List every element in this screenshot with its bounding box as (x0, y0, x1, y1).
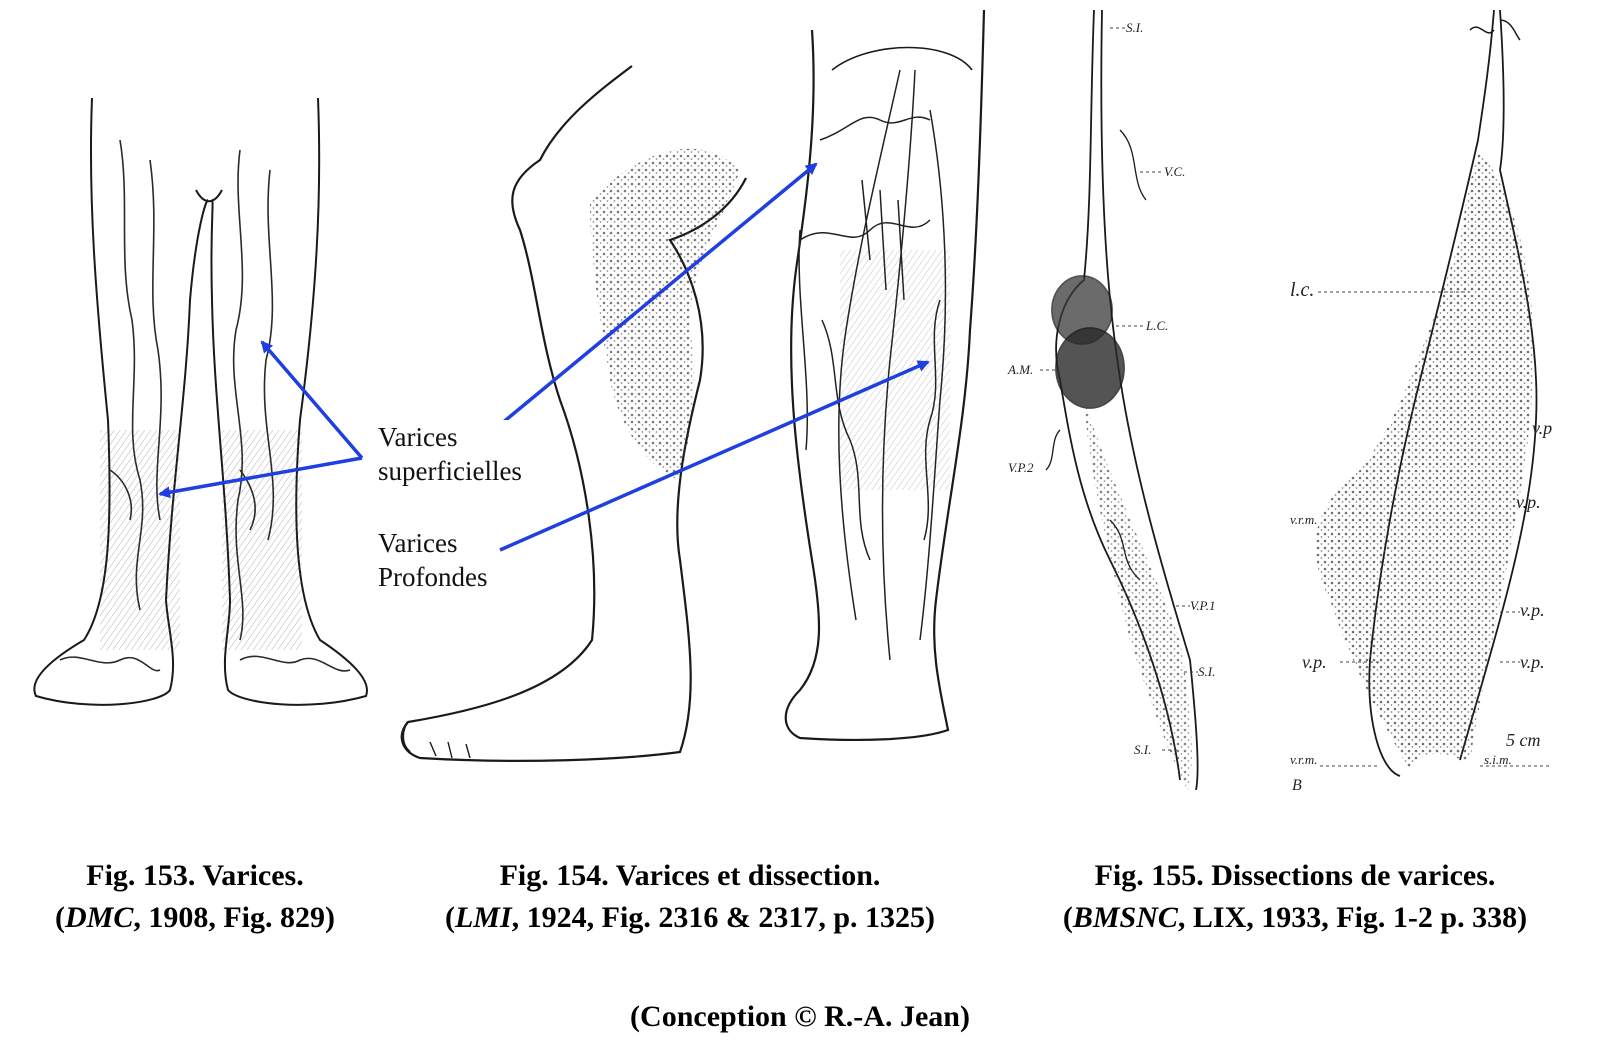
plate-label: v.p. (1302, 652, 1327, 672)
plate-label: 5 cm (1506, 730, 1541, 750)
plate-label: v.p (1532, 418, 1552, 438)
plate-label: S.I. (1126, 20, 1143, 35)
caption-fig153: Fig. 153. Varices. (DMC, 1908, Fig. 829) (20, 855, 370, 939)
caption-fig154: Fig. 154. Varices et dissection. (LMI, 1… (390, 855, 990, 939)
arrow-icon (499, 360, 930, 552)
plate-label: V.P.1 (1190, 598, 1216, 613)
plate-label: B (1292, 777, 1302, 794)
fig155-right-leaders (1318, 291, 1550, 767)
annotation-arrows (158, 162, 930, 552)
fig154-leg-side-drawing (400, 65, 747, 762)
plate-label: V.P.2 (1008, 460, 1034, 475)
fig155-right-tissue (1315, 150, 1534, 770)
plate-label: S.I. (1134, 742, 1151, 757)
caption-source: (BMSNC, LIX, 1933, Fig. 1-2 p. 338) (1062, 901, 1528, 934)
plate-label: A.M. (1007, 362, 1033, 377)
fig155-plate-labels: S.I. V.C. L.C. A.M. V.P.2 V.P.1 S.I. S.I… (1007, 20, 1552, 794)
caption-source-rest: , LIX, 1933, Fig. 1-2 p. 338) (1177, 901, 1528, 934)
arrow-icon (482, 162, 818, 440)
plate-label: V.C. (1164, 164, 1185, 179)
caption-fig155: Fig. 155. Dissections de varices. (BMSNC… (1000, 855, 1590, 939)
caption-source-italic: LMI (454, 901, 512, 934)
fig155-left-leaders (1040, 27, 1198, 751)
credit-line: (Conception © R.-A. Jean) (630, 1000, 970, 1033)
fig154-varicose-cluster (590, 148, 740, 480)
fig153-legs-drawing (33, 97, 368, 706)
plate-label: v.p. (1516, 492, 1541, 512)
label-line: Varices (378, 528, 458, 558)
plate-label: S.I. (1198, 664, 1215, 679)
plate-label: L.C. (1145, 318, 1168, 333)
label-line: superficielles (378, 456, 522, 486)
label-varices-profondes: Varices Profondes (378, 526, 488, 594)
arrow-icon (158, 456, 363, 499)
plate-label: s.i.m. (1484, 752, 1512, 767)
arrow-icon (260, 340, 364, 460)
caption-source-italic: BMSNC (1072, 901, 1178, 934)
caption-source: (DMC, 1908, Fig. 829) (54, 901, 335, 934)
caption-source-rest: , 1924, Fig. 2316 & 2317, p. 1325) (511, 901, 935, 934)
caption-source-italic: DMC (64, 901, 134, 934)
plate-label: v.r.m. (1290, 512, 1318, 527)
label-line: Profondes (378, 562, 488, 592)
fig154-leg-dissection-drawing (784, 9, 986, 742)
caption-source-rest: , 1908, Fig. 829) (133, 901, 335, 934)
plate-label: v.p. (1520, 600, 1545, 620)
fig154-dissection-shading (840, 250, 950, 490)
fig155-left-tissue (1084, 400, 1192, 790)
caption-source: (LMI, 1924, Fig. 2316 & 2317, p. 1325) (444, 901, 935, 934)
plate-label: l.c. (1290, 279, 1314, 301)
caption-title: Fig. 154. Varices et dissection. (499, 859, 881, 892)
label-line: Varices (378, 422, 458, 452)
label-varices-superficielles: Varices superficielles (378, 420, 522, 488)
plate-label: v.p. (1520, 652, 1545, 672)
plate-label: v.r.m. (1290, 752, 1318, 767)
caption-title: Fig. 155. Dissections de varices. (1094, 859, 1496, 892)
caption-title: Fig. 153. Varices. (86, 859, 304, 892)
